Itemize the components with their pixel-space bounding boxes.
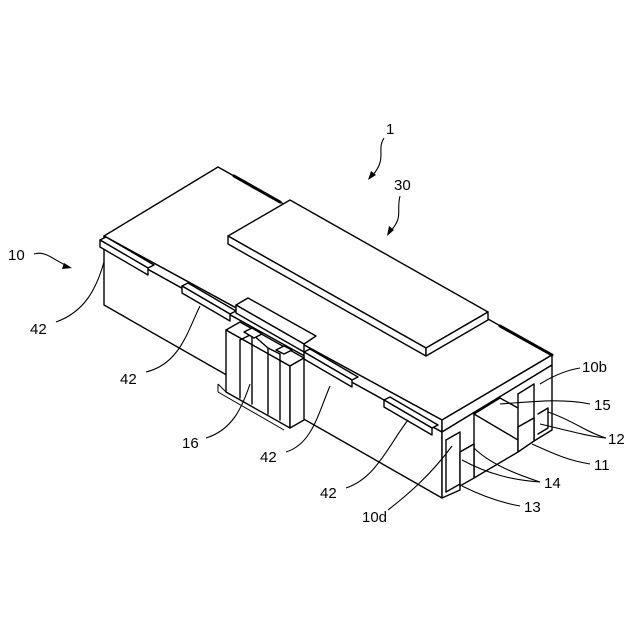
label-part-12: 12 (608, 431, 625, 448)
label-face-10d: 10d (362, 509, 387, 526)
label-part-14: 14 (544, 475, 561, 492)
label-latch: 16 (182, 435, 199, 452)
label-cover: 30 (394, 177, 411, 194)
label-part-13: 13 (524, 499, 541, 516)
label-part-11: 11 (594, 457, 610, 474)
label-face-10b: 10b (582, 359, 607, 376)
label-body: 10 (8, 247, 25, 264)
label-assembly: 1 (386, 121, 394, 138)
label-rail-3: 42 (260, 449, 277, 466)
label-rail-1: 42 (30, 321, 47, 338)
label-rail-2: 42 (120, 371, 137, 388)
label-rail-4: 42 (320, 485, 337, 502)
label-part-15: 15 (594, 397, 611, 414)
